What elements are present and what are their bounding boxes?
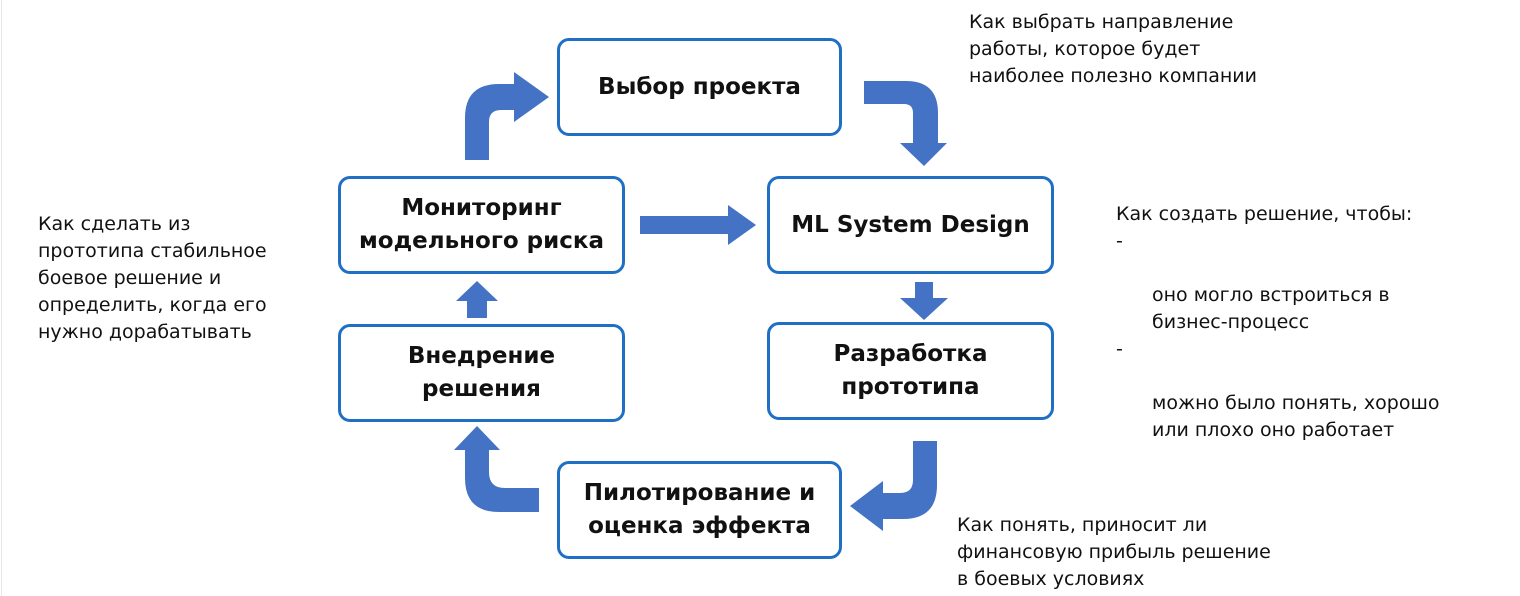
box-solution-deployment: Внедрение решения	[338, 324, 625, 422]
arrow-deployment-to-monitoring	[456, 281, 498, 318]
bullet-item: - оно могло встроиться в бизнес-процесс	[1116, 228, 1496, 336]
note-monitoring: Как сделать из прототипа стабильное боев…	[38, 213, 267, 343]
arrow-ml-system-design-to-prototype	[900, 282, 948, 320]
arrow-monitoring-to-project-selection	[465, 72, 549, 160]
note-pilot: Как понять, приносит ли финансовую прибы…	[957, 514, 1271, 590]
bullet-text: оно могло встроиться в бизнес-процесс	[1152, 284, 1390, 333]
arrow-prototype-to-pilot	[850, 441, 937, 531]
bullet-dash: -	[1116, 338, 1123, 360]
left-edge-divider	[1, 0, 2, 596]
box-project-selection: Выбор проекта	[557, 38, 842, 136]
box-pilot-and-effect-evaluation: Пилотирование и оценка эффекта	[557, 461, 842, 559]
bullet-dash: -	[1116, 230, 1123, 252]
bullet-item: - можно было понять, хорошо или плохо он…	[1116, 336, 1496, 444]
bullet-text: можно было понять, хорошо или плохо оно …	[1152, 392, 1440, 441]
arrow-monitoring-to-ml-system-design	[640, 205, 756, 245]
box-ml-system-design: ML System Design	[767, 176, 1054, 274]
note-ml-system-design-bullets: - оно могло встроиться в бизнес-процесс …	[1116, 228, 1496, 444]
box-prototype-development: Разработка прототипа	[767, 322, 1054, 420]
arrow-project-selection-to-ml-system-design	[864, 81, 947, 166]
box-model-risk-monitoring: Мониторинг модельного риска	[338, 176, 625, 274]
note-project-selection: Как выбрать направление работы, которое …	[969, 11, 1258, 87]
arrow-pilot-to-deployment	[454, 426, 539, 512]
note-ml-system-design-intro: Как создать решение, чтобы:	[1116, 203, 1413, 225]
